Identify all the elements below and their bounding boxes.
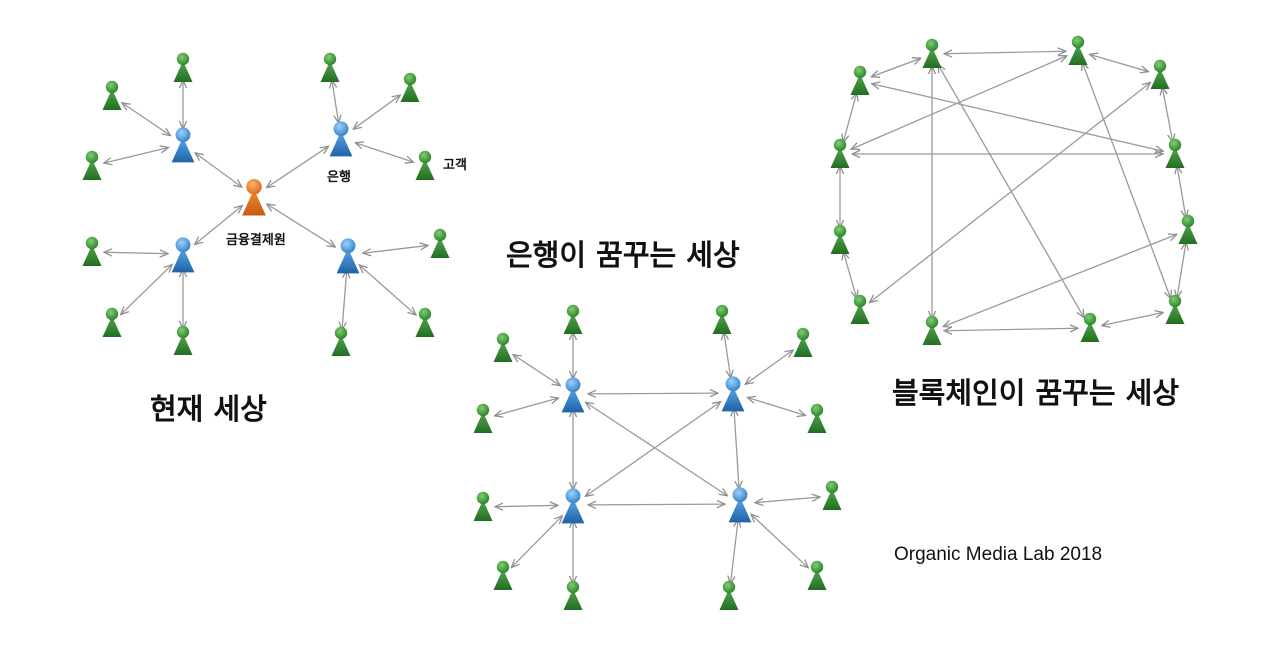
customer-person-icon [563, 580, 583, 610]
connection-arrow [851, 56, 1067, 149]
connection-arrow [588, 393, 718, 394]
connection-arrow [104, 252, 168, 253]
bank-person-icon [171, 237, 195, 273]
connection-arrow [747, 397, 805, 415]
customer-person-icon [82, 236, 102, 266]
connection-arrow [495, 505, 558, 506]
connection-arrow [266, 146, 328, 187]
customer-person-icon [563, 304, 583, 334]
customer-person-icon [1165, 138, 1185, 168]
connection-arrow [513, 355, 560, 386]
credit-text: Organic Media Lab 2018 [894, 544, 1103, 565]
customer-person-icon [712, 304, 732, 334]
connection-arrow [363, 245, 428, 253]
connection-arrow [332, 80, 339, 123]
title-current-world: 현재 세상 [150, 392, 267, 426]
customer-person-icon [173, 325, 193, 355]
connection-arrow [745, 350, 793, 384]
connection-arrow [1177, 242, 1186, 298]
connection-arrow [585, 402, 720, 497]
edge-layer [104, 51, 1186, 584]
customer-person-icon [320, 52, 340, 82]
connection-arrow [872, 84, 1164, 152]
customer-person-icon [807, 403, 827, 433]
connection-arrow [353, 95, 400, 129]
customer-person-icon [1080, 312, 1100, 342]
connection-arrow [724, 332, 731, 378]
label-bank: 은행 [327, 170, 351, 185]
connection-arrow [843, 93, 857, 143]
title-blockchain-dream-world: 블록체인이 꿈꾸는 세상 [892, 376, 1179, 410]
label-customer: 고객 [443, 158, 467, 173]
connection-arrow [342, 270, 347, 330]
connection-arrow [755, 497, 820, 503]
connection-arrow [1162, 87, 1173, 142]
connection-arrow [730, 519, 738, 584]
connection-arrow [1082, 62, 1171, 299]
bank-person-icon [336, 238, 360, 274]
customer-person-icon [473, 403, 493, 433]
customer-person-icon [400, 72, 420, 102]
customer-person-icon [415, 307, 435, 337]
bank-person-icon [721, 376, 745, 412]
customer-person-icon [493, 332, 513, 362]
connection-arrow [588, 504, 725, 505]
connection-arrow [944, 51, 1066, 54]
clearing-person-icon [242, 179, 266, 216]
customer-person-icon [331, 326, 351, 356]
title-bank-dream-world: 은행이 꿈꾸는 세상 [506, 238, 740, 272]
connection-arrow [355, 143, 413, 162]
connection-arrow [843, 252, 856, 299]
connection-arrow [1090, 54, 1149, 71]
customer-person-icon [1150, 59, 1170, 89]
customer-person-icon [102, 307, 122, 337]
connection-arrow [943, 234, 1177, 326]
connection-arrow [1102, 312, 1164, 325]
customer-person-icon [430, 228, 450, 258]
connection-arrow [871, 58, 921, 77]
customer-person-icon [719, 580, 739, 610]
customer-person-icon [793, 327, 813, 357]
connection-arrow [734, 408, 739, 489]
customer-person-icon [822, 480, 842, 510]
customer-person-icon [473, 491, 493, 521]
bank-person-icon [561, 488, 585, 524]
connection-arrow [195, 205, 243, 244]
bank-person-icon [728, 487, 752, 523]
customer-person-icon [830, 138, 850, 168]
connection-arrow [944, 328, 1078, 331]
customer-person-icon [922, 315, 942, 345]
node-layer [82, 35, 1198, 610]
customer-person-icon [830, 224, 850, 254]
customer-person-icon [173, 52, 193, 82]
connection-arrow [195, 153, 242, 187]
customer-person-icon [850, 294, 870, 324]
customer-person-icon [850, 65, 870, 95]
customer-person-icon [922, 38, 942, 68]
connection-arrow [359, 265, 416, 315]
customer-person-icon [1165, 294, 1185, 324]
customer-person-icon [807, 560, 827, 590]
customer-person-icon [415, 150, 435, 180]
connection-arrow [267, 204, 336, 247]
customer-person-icon [493, 560, 513, 590]
bank-person-icon [171, 127, 195, 163]
connection-arrow [104, 148, 169, 164]
label-financial-clearing: 금융결제원 [226, 233, 286, 248]
customer-person-icon [1068, 35, 1088, 65]
bank-person-icon [329, 121, 353, 157]
customer-person-icon [102, 80, 122, 110]
connection-arrow [495, 398, 559, 416]
connection-arrow [751, 514, 808, 568]
bank-person-icon [561, 377, 585, 413]
connection-arrow [122, 103, 171, 136]
connection-arrow [1177, 166, 1186, 218]
connection-arrow [511, 516, 562, 568]
connection-arrow [121, 264, 173, 314]
customer-person-icon [82, 150, 102, 180]
customer-person-icon [1178, 214, 1198, 244]
